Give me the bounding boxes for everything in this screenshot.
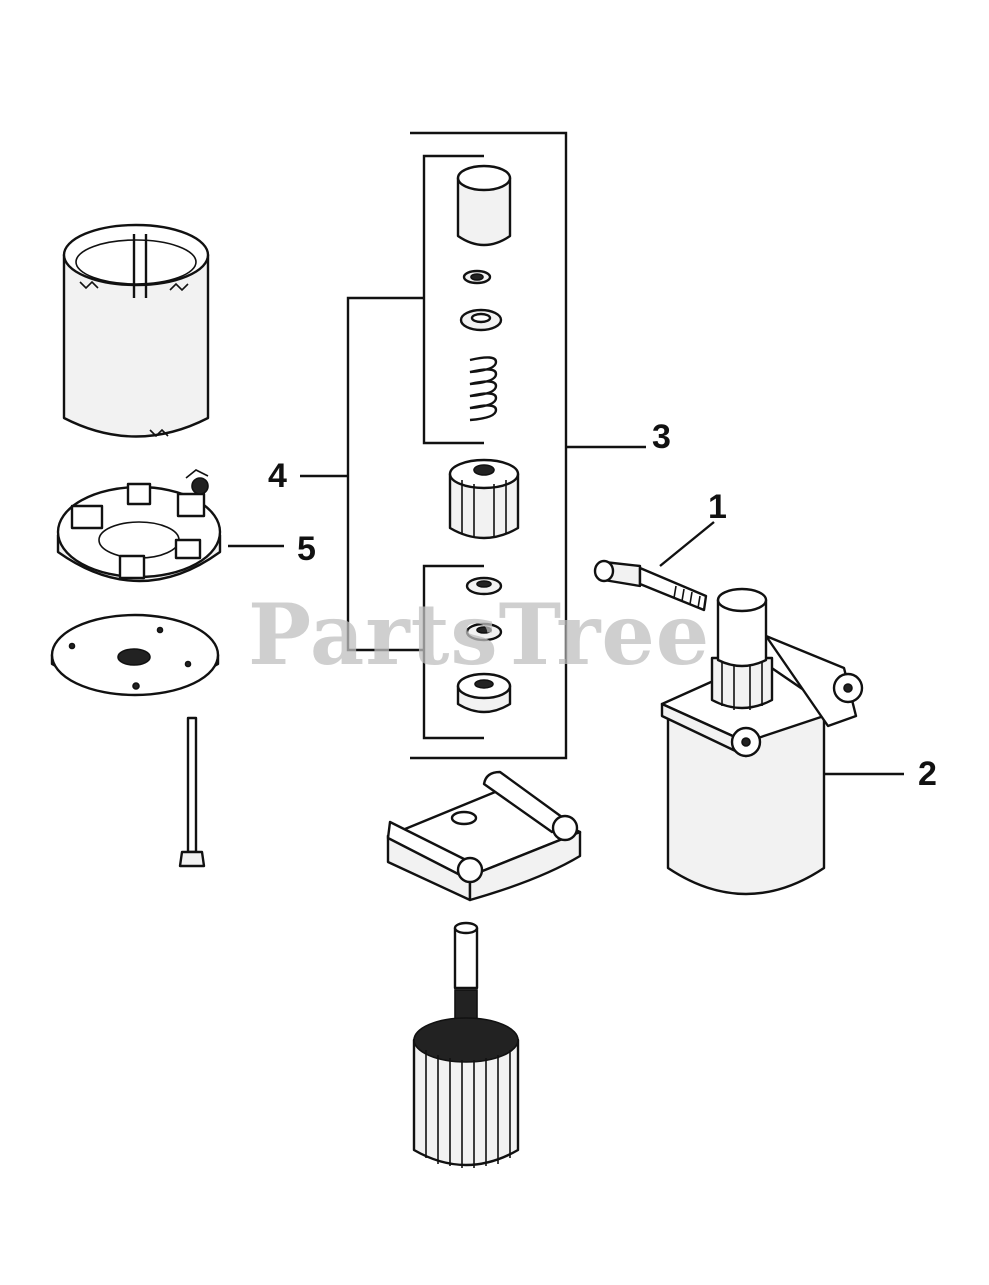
mounting-bolt: [593, 521, 715, 612]
starter-motor-assembly: [660, 587, 904, 896]
drive-end-bracket: [386, 770, 582, 902]
inner-bracket-upper: [422, 154, 484, 445]
armature: [412, 921, 520, 1168]
group-3-bracket: [410, 131, 646, 760]
small-retainer: [462, 269, 492, 285]
washer-lower-1: [465, 576, 503, 596]
callout-3: 3: [652, 418, 671, 456]
drive-collar: [456, 164, 512, 247]
watermark: PartsTree: [248, 585, 711, 684]
callout-2: 2: [918, 755, 937, 793]
group-4-bracket: [300, 296, 424, 652]
through-bolt: [178, 716, 206, 868]
drive-pinion: [448, 458, 520, 540]
inner-bracket-lower: [422, 564, 484, 740]
end-cap-plate: [50, 613, 220, 697]
lock-nut: [456, 672, 512, 714]
motor-housing: [62, 223, 210, 438]
brush-plate: [56, 469, 222, 583]
callout-1: 1: [708, 488, 727, 526]
spring: [469, 356, 498, 422]
washer-lower-2: [465, 622, 503, 642]
callout-4: 4: [268, 457, 287, 495]
callout-5: 5: [297, 530, 316, 568]
washer-upper: [459, 308, 503, 332]
